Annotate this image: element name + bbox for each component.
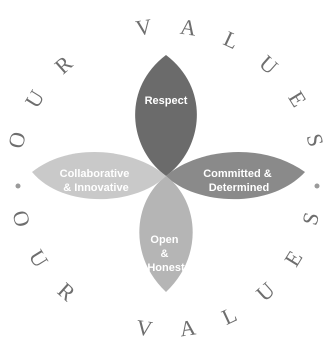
petal-label-respect: Respect bbox=[145, 95, 188, 107]
petal-open bbox=[139, 176, 193, 292]
ring-letter: R bbox=[50, 50, 78, 79]
petal-label-open: Open & Honest bbox=[147, 234, 185, 274]
petal-label-collaborative: Collaborative & Innovative bbox=[60, 168, 133, 194]
petal-label-committed: Committed & Determined bbox=[203, 168, 275, 194]
open-line-3: Honest bbox=[147, 262, 185, 274]
respect-line-1: Respect bbox=[145, 95, 188, 107]
ring-letter: L bbox=[218, 301, 241, 329]
committed-line-2: Determined bbox=[209, 182, 270, 194]
ring-letter: S bbox=[297, 210, 324, 228]
open-line-1: Open bbox=[150, 234, 178, 246]
committed-line-1: Committed & bbox=[203, 168, 272, 180]
ring-letter: V bbox=[135, 314, 154, 341]
ring-letter: R bbox=[53, 277, 81, 306]
petal-committed bbox=[166, 151, 305, 200]
ring-letter: E bbox=[283, 87, 311, 112]
ring-letter: U bbox=[24, 245, 54, 272]
ring-letter: L bbox=[220, 26, 243, 54]
open-line-2: & bbox=[160, 248, 168, 260]
ring-letter: V bbox=[134, 14, 153, 41]
petal-collaborative bbox=[32, 151, 166, 200]
collaborative-line-1: Collaborative bbox=[60, 168, 130, 180]
ring-letter: U bbox=[254, 50, 283, 79]
ring-letter: O bbox=[7, 208, 35, 230]
ring-letter: S bbox=[302, 131, 329, 149]
petal-respect bbox=[135, 55, 197, 176]
ring-letter: E bbox=[279, 246, 307, 271]
ring-letter: U bbox=[251, 277, 280, 306]
ring-letter: U bbox=[20, 85, 50, 112]
ring-letter: A bbox=[178, 314, 197, 341]
ring-letter: O bbox=[3, 129, 31, 151]
petals-group bbox=[32, 55, 305, 292]
ring-letter: A bbox=[179, 14, 198, 41]
ring-dot-right bbox=[314, 183, 320, 189]
ring-dot-left bbox=[15, 183, 21, 189]
collaborative-line-2: & Innovative bbox=[63, 182, 128, 194]
